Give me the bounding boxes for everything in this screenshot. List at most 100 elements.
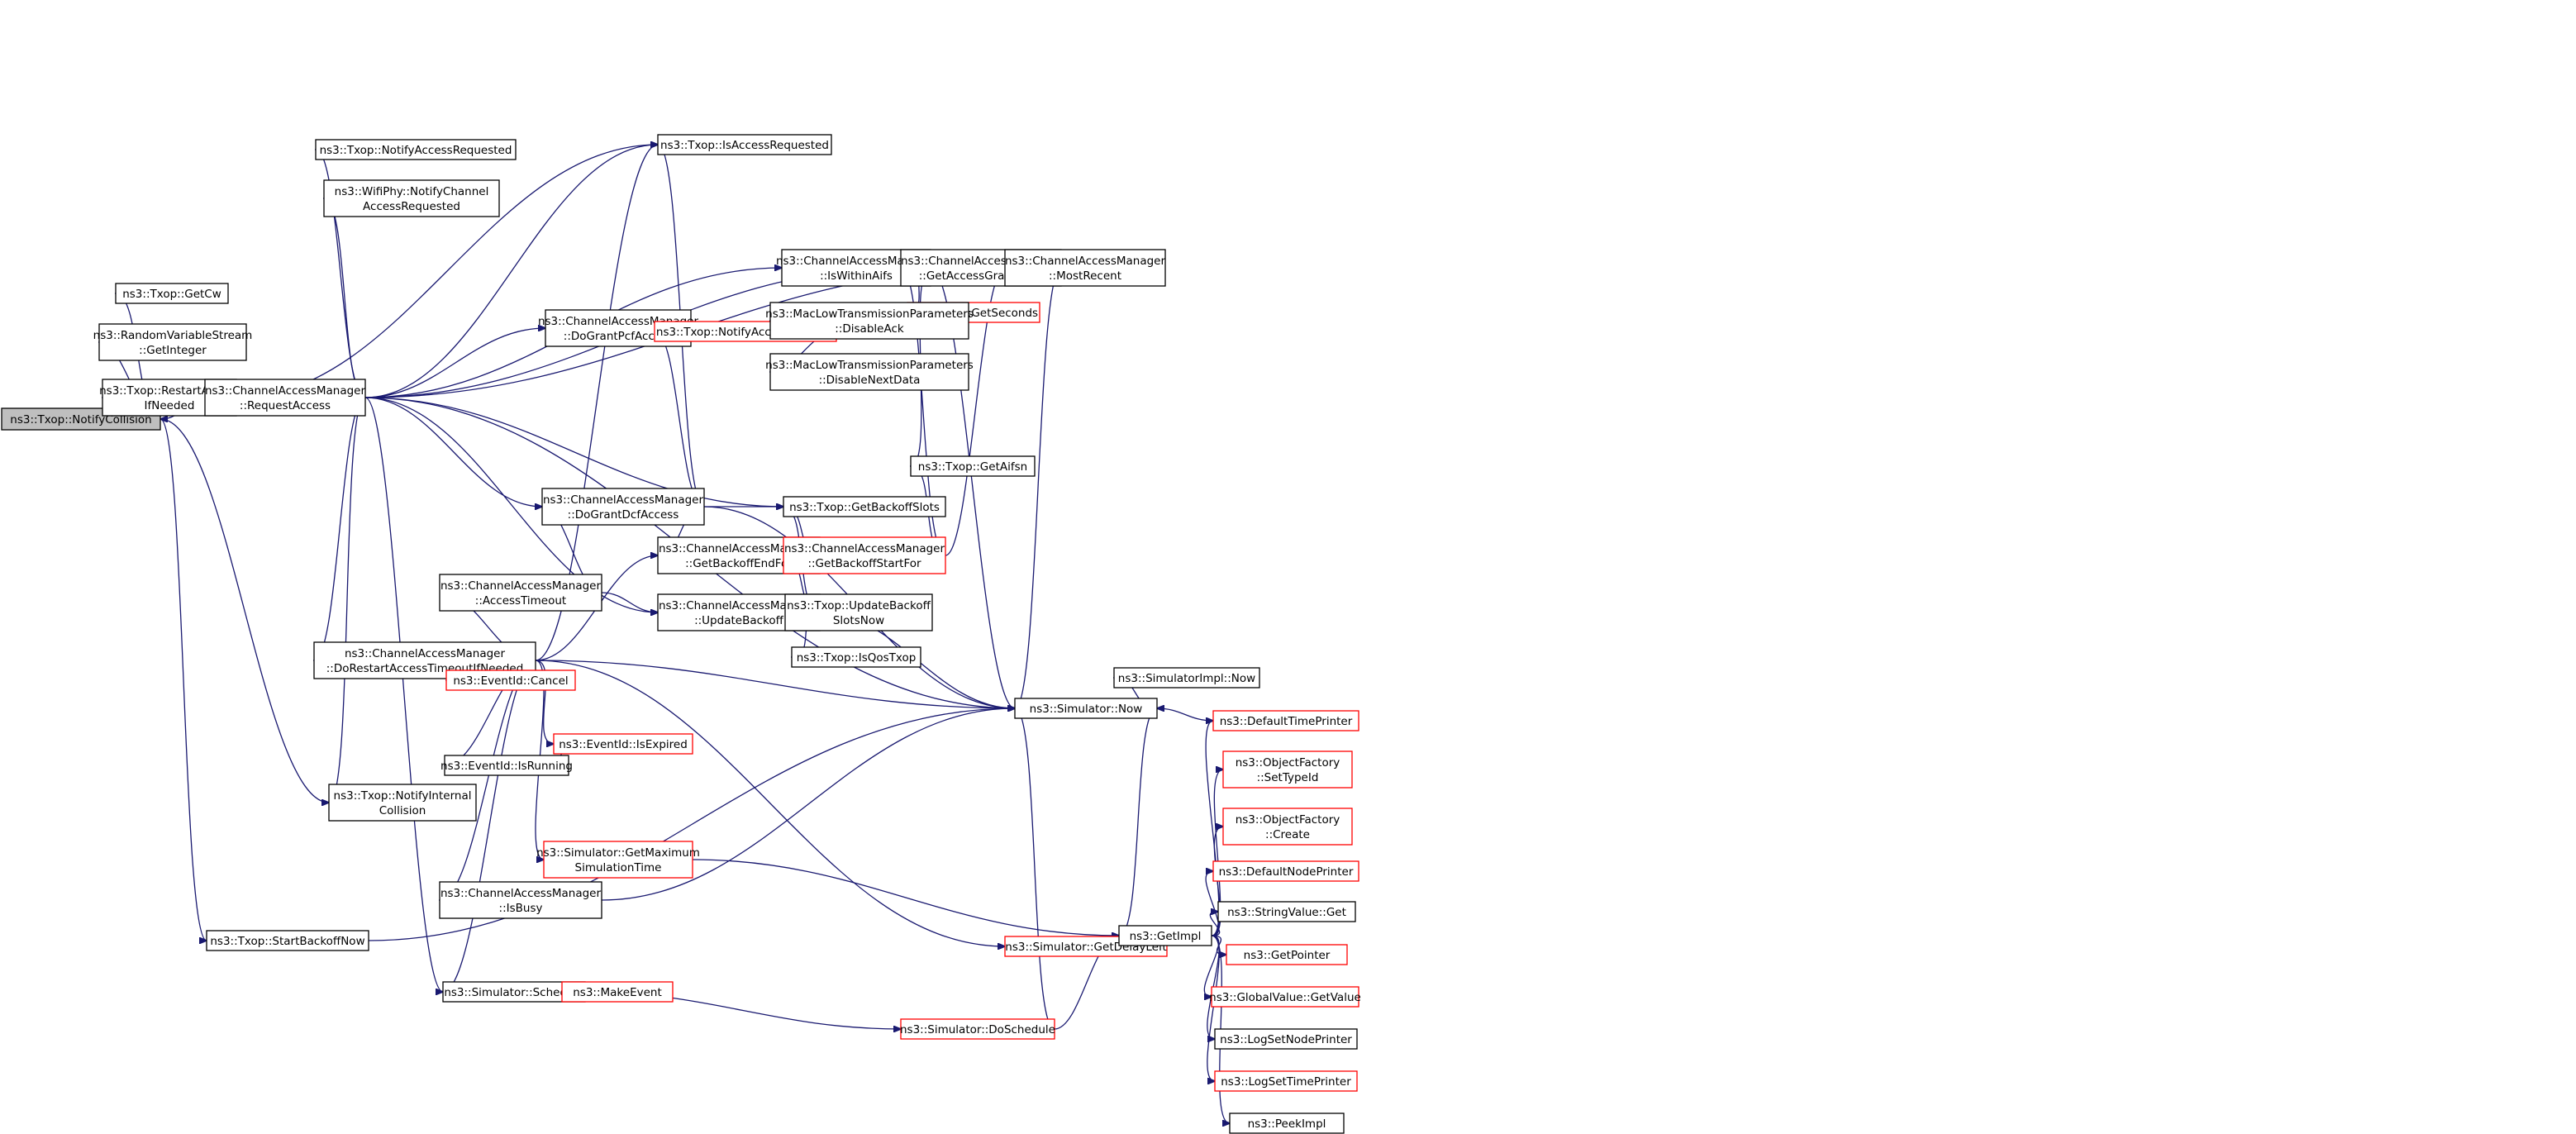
node-simschedule[interactable]: ns3::Simulator::Schedule	[442, 981, 586, 1003]
node-simimplnow[interactable]: ns3::SimulatorImpl::Now	[1113, 667, 1260, 688]
edges-layer	[99, 145, 1230, 1123]
edge-startbackoffnow-to-simnow	[368, 708, 1015, 941]
node-box-makeevent	[561, 981, 674, 1003]
node-label-notifyinternalcollision-line0: ns3::Txop::NotifyInternal	[334, 789, 472, 803]
node-stringvalueget[interactable]: ns3::StringValue::Get	[1217, 901, 1356, 922]
node-label-disableack-line1: ::DisableAck	[835, 322, 904, 336]
edge-simnow-to-getimpl	[1119, 708, 1158, 936]
node-notifyaccessrequested[interactable]: ns3::Txop::NotifyAccessRequested	[315, 139, 517, 160]
node-box-isaccessrequested	[657, 134, 832, 155]
node-defaultnodeprinter[interactable]: ns3::DefaultNodePrinter	[1212, 860, 1359, 882]
node-wifiphynotify[interactable]: ns3::WifiPhy::NotifyChannelAccessRequest…	[323, 179, 500, 217]
edge-getaccessgrantstart-to-simnow	[1015, 267, 1062, 708]
node-label-notifyinternalcollision-line1: Collision	[379, 804, 426, 817]
edge-notifycollision-to-notifyinternalcollision	[160, 418, 329, 803]
node-globalvalueget[interactable]: ns3::GlobalValue::GetValue	[1209, 986, 1361, 1008]
node-isbusy[interactable]: ns3::ChannelAccessManager::IsBusy	[439, 881, 602, 919]
node-eventisrunning[interactable]: ns3::EventId::IsRunning	[440, 755, 573, 776]
node-peekimpl[interactable]: ns3::PeekImpl	[1229, 1113, 1345, 1134]
edge-dorestart-to-isbusy	[440, 660, 536, 900]
node-logsettimeprinter[interactable]: ns3::LogSetTimePrinter	[1214, 1070, 1358, 1092]
node-box-simimplnow	[1113, 667, 1260, 688]
node-label-getbackoffendfor-line1: ::GetBackoffEndFor	[685, 557, 793, 570]
node-getaifsn[interactable]: ns3::Txop::GetAifsn	[910, 455, 1036, 477]
node-isaccessrequested[interactable]: ns3::Txop::IsAccessRequested	[657, 134, 832, 155]
edge-dorestart-to-getdelayleft	[535, 660, 1005, 946]
node-logsetnodeprinter[interactable]: ns3::LogSetNodePrinter	[1214, 1028, 1358, 1050]
node-label-isbusy-line1: ::IsBusy	[499, 902, 543, 915]
node-label-requestaccess-line1: ::RequestAccess	[240, 399, 331, 412]
node-label-restartaccess-line1: IfNeeded	[145, 399, 195, 412]
node-isqostxop[interactable]: ns3::Txop::IsQosTxop	[791, 646, 921, 668]
node-label-isbusy-line0: ns3::ChannelAccessManager	[440, 887, 602, 900]
edge-doschedule-to-simnow	[1015, 708, 1055, 1030]
node-defaulttimeprinter[interactable]: ns3::DefaultTimePrinter	[1212, 710, 1359, 731]
node-label-wifiphynotify-line1: AccessRequested	[363, 200, 460, 213]
nodes-layer: ns3::Txop::NotifyCollisionns3::Txop::Get…	[1, 134, 1361, 1134]
node-getimpl[interactable]: ns3::GetImpl	[1118, 925, 1212, 946]
node-label-disablenextdata-line1: ::DisableNextData	[819, 374, 921, 387]
node-box-peekimpl	[1229, 1113, 1345, 1134]
node-label-disableack-line0: ns3::MacLowTransmissionParameters	[765, 307, 974, 321]
node-label-getcw-line0: ns3::Txop::GetCw	[122, 288, 221, 301]
node-box-getbackoffslots	[783, 496, 946, 517]
node-label-defaulttimeprinter-line0: ns3::DefaultTimePrinter	[1220, 715, 1353, 728]
node-getcw[interactable]: ns3::Txop::GetCw	[115, 283, 229, 304]
node-label-settypeid-line0: ns3::ObjectFactory	[1236, 756, 1340, 770]
node-getpointer[interactable]: ns3::GetPointer	[1226, 944, 1348, 965]
node-label-iswithinaifs-line1: ::IsWithinAifs	[820, 269, 893, 283]
node-box-isqostxop	[791, 646, 921, 668]
node-box-eventcancel	[445, 669, 576, 691]
node-label-updatebackoffslotsnow-line0: ns3::Txop::UpdateBackoff	[787, 599, 931, 612]
node-eventcancel[interactable]: ns3::EventId::Cancel	[445, 669, 576, 691]
node-box-defaulttimeprinter	[1212, 710, 1359, 731]
node-getbackoffstartfor[interactable]: ns3::ChannelAccessManager::GetBackoffSta…	[783, 536, 946, 574]
node-label-updatebackoffslotsnow-line1: SlotsNow	[833, 614, 884, 627]
node-simnow[interactable]: ns3::Simulator::Now	[1014, 698, 1158, 719]
edge-requestaccess-to-wifiphynotify	[324, 198, 366, 398]
node-eventisexpired[interactable]: ns3::EventId::IsExpired	[553, 733, 693, 755]
node-label-logsetnodeprinter-line0: ns3::LogSetNodePrinter	[1220, 1033, 1352, 1046]
node-disableack[interactable]: ns3::MacLowTransmissionParameters::Disab…	[765, 302, 974, 340]
node-label-ofcreate-line0: ns3::ObjectFactory	[1236, 813, 1340, 827]
node-getinteger[interactable]: ns3::RandomVariableStream::GetInteger	[93, 323, 253, 361]
node-getbackoffslots[interactable]: ns3::Txop::GetBackoffSlots	[783, 496, 946, 517]
node-dograntdcf[interactable]: ns3::ChannelAccessManager::DoGrantDcfAcc…	[541, 488, 705, 526]
edge-dorestart-to-isaccessrequested	[535, 145, 658, 661]
edge-dorestart-to-simnow	[535, 660, 1015, 708]
node-label-getmaxsimtime-line0: ns3::Simulator::GetMaximum	[536, 846, 700, 860]
node-makeevent[interactable]: ns3::MakeEvent	[561, 981, 674, 1003]
node-label-globalvalueget-line0: ns3::GlobalValue::GetValue	[1209, 991, 1361, 1004]
node-label-getpointer-line0: ns3::GetPointer	[1244, 949, 1331, 962]
node-label-stringvalueget-line0: ns3::StringValue::Get	[1227, 906, 1346, 919]
node-label-simnow-line0: ns3::Simulator::Now	[1030, 703, 1143, 716]
node-startbackoffnow[interactable]: ns3::Txop::StartBackoffNow	[206, 930, 369, 951]
node-box-settypeid	[1222, 750, 1353, 789]
edge-dograntdcf-to-notifyaccessgranted	[655, 331, 705, 507]
node-doschedule[interactable]: ns3::Simulator::DoSchedule	[900, 1018, 1055, 1040]
node-disablenextdata[interactable]: ns3::MacLowTransmissionParameters::Disab…	[765, 353, 974, 391]
node-box-logsettimeprinter	[1214, 1070, 1358, 1092]
node-requestaccess[interactable]: ns3::ChannelAccessManager::RequestAccess	[204, 379, 366, 417]
node-mostrecent[interactable]: ns3::ChannelAccessManager::MostRecent	[1004, 249, 1166, 287]
node-label-mostrecent-line1: ::MostRecent	[1049, 269, 1121, 283]
edge-requestaccess-to-isaccessrequested	[364, 145, 658, 398]
node-settypeid[interactable]: ns3::ObjectFactory::SetTypeId	[1222, 750, 1353, 789]
node-box-notifyinternalcollision	[328, 784, 477, 822]
edge-dorestart-to-simschedule	[443, 660, 536, 992]
node-box-getaifsn	[910, 455, 1036, 477]
node-ofcreate[interactable]: ns3::ObjectFactory::Create	[1222, 808, 1353, 846]
node-label-getimpl-line0: ns3::GetImpl	[1130, 930, 1202, 943]
node-accesstimeout[interactable]: ns3::ChannelAccessManager::AccessTimeout	[439, 574, 602, 612]
node-label-getbackoffendfor-line0: ns3::ChannelAccessManager	[659, 542, 820, 555]
node-label-dograntdcf-line0: ns3::ChannelAccessManager	[543, 493, 704, 507]
node-label-ofcreate-line1: ::Create	[1265, 828, 1310, 841]
edge-getmaxsimtime-to-getimpl	[692, 859, 1119, 936]
node-box-getinteger	[98, 323, 247, 361]
edge-requestaccess-to-updatebackoff	[364, 397, 658, 612]
edge-requestaccess-to-getbackoffslots	[364, 397, 783, 507]
node-label-settypeid-line1: ::SetTypeId	[1257, 771, 1319, 784]
